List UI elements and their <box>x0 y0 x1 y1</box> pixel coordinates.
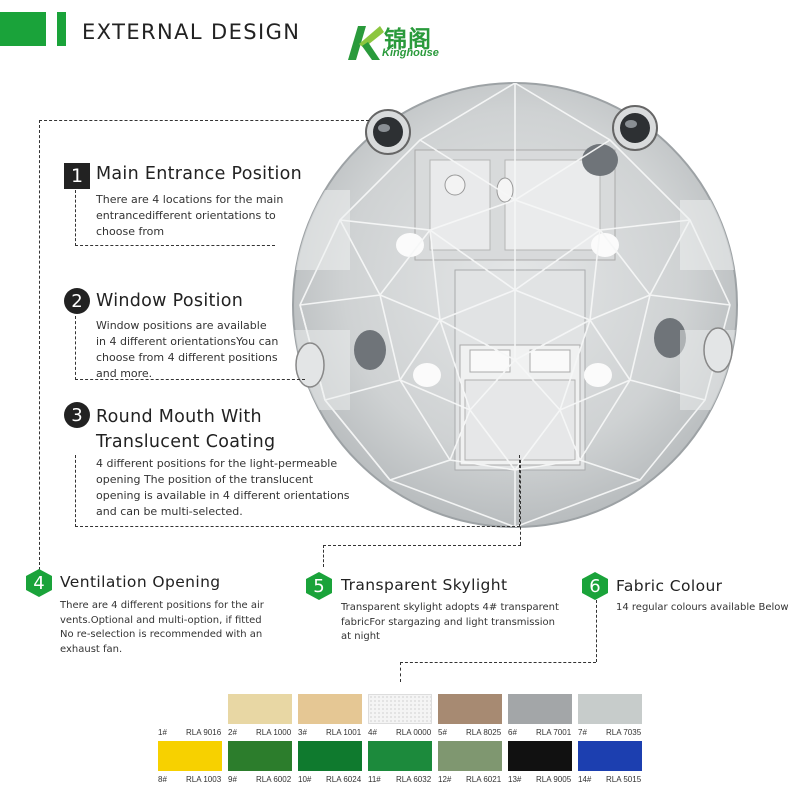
swatch-code: RLA 6021 <box>466 775 502 784</box>
section-4-title: Ventilation Opening <box>60 573 221 591</box>
swatch-14 <box>578 741 642 771</box>
swatch-number: 6# <box>508 728 517 737</box>
section-6-body: 14 regular colours available Below <box>616 602 789 613</box>
swatch-code: RLA 8025 <box>466 728 502 737</box>
logo-k-icon <box>348 26 384 60</box>
swatch-code: RLA 7035 <box>606 728 642 737</box>
connector-5-up <box>520 460 521 545</box>
page-title: EXTERNAL DESIGN <box>82 20 301 44</box>
section-2-frame <box>75 316 305 380</box>
connector-6-down <box>400 662 401 682</box>
connector-6-horizontal <box>400 662 596 663</box>
swatch-12 <box>438 741 502 771</box>
section-3-frame <box>75 455 520 527</box>
swatch-number: 4# <box>368 728 377 737</box>
swatch-code: RLA 5015 <box>606 775 642 784</box>
section-5-number: 5 <box>306 572 332 600</box>
swatch-10 <box>298 741 362 771</box>
vent-right-icon <box>612 105 658 151</box>
swatch-code: RLA 9005 <box>536 775 572 784</box>
swatch-code: RLA 7001 <box>536 728 572 737</box>
connector-6-vertical <box>596 600 597 662</box>
swatch-number: 11# <box>368 775 381 784</box>
geodesic-dome-illustration <box>292 82 738 528</box>
section-4-number: 4 <box>26 569 52 597</box>
section-1-frame <box>75 190 275 246</box>
swatch-7 <box>578 694 642 724</box>
connector-4-top <box>39 120 369 121</box>
section-1-body: There are 4 locations for the main entra… <box>96 193 284 238</box>
swatch-1 <box>158 694 222 724</box>
section-6-title: Fabric Colour <box>616 577 723 595</box>
swatch-9 <box>228 741 292 771</box>
header-green-block <box>0 12 46 46</box>
swatch-3 <box>298 694 362 724</box>
swatch-13 <box>508 741 572 771</box>
swatch-11 <box>368 741 432 771</box>
section-1-number: 1 <box>64 163 90 189</box>
swatch-number: 9# <box>228 775 237 784</box>
swatch-number: 3# <box>298 728 307 737</box>
section-1-title: Main Entrance Position <box>96 164 303 184</box>
section-2-body: Window positions are available in 4 diff… <box>96 319 279 380</box>
section-4-body: There are 4 different positions for the … <box>60 600 264 655</box>
swatch-code: RLA 6024 <box>326 775 362 784</box>
section-6-number: 6 <box>582 572 608 600</box>
vent-left-icon <box>365 109 411 155</box>
section-2-title: Window Position <box>96 291 244 311</box>
section-2-number: 2 <box>64 288 90 314</box>
swatch-6 <box>508 694 572 724</box>
swatch-number: 14# <box>578 775 592 784</box>
section-5-title: Transparent Skylight <box>341 576 508 594</box>
swatch-8 <box>158 741 222 771</box>
logo-chinese-text: 锦阁 <box>384 27 432 53</box>
swatch-number: 5# <box>438 728 447 737</box>
swatch-code: RLA 1001 <box>326 728 362 737</box>
swatch-code: RLA 1000 <box>256 728 292 737</box>
swatch-5 <box>438 694 502 724</box>
brand-logo: 锦阁 Kinghouse <box>346 20 466 64</box>
swatch-number: 13# <box>508 775 522 784</box>
swatch-number: 7# <box>578 728 587 737</box>
swatch-4 <box>368 694 432 724</box>
connector-4-vertical <box>39 120 40 570</box>
section-5-body: Transparent skylight adopts 4# transpare… <box>341 602 559 642</box>
connector-5-horizontal <box>323 545 521 546</box>
swatch-code: RLA 9016 <box>186 728 222 737</box>
swatch-number: 12# <box>438 775 452 784</box>
logo-english-text: Kinghouse <box>382 47 439 59</box>
connector-5-vertical <box>323 545 324 567</box>
swatch-code: RLA 0000 <box>396 728 432 737</box>
swatch-code: RLA 6002 <box>256 775 292 784</box>
section-3-title: Round Mouth With Translucent Coating <box>96 407 276 452</box>
section-3-number: 3 <box>64 402 90 428</box>
swatch-number: 2# <box>228 728 237 737</box>
swatch-2 <box>228 694 292 724</box>
swatch-code: RLA 6032 <box>396 775 432 784</box>
swatch-number: 8# <box>158 775 167 784</box>
swatch-number: 10# <box>298 775 312 784</box>
swatch-code: RLA 1003 <box>186 775 222 784</box>
header-green-bar <box>57 12 66 46</box>
section-3-body: 4 different positions for the light-perm… <box>96 457 350 518</box>
swatch-number: 1# <box>158 728 167 737</box>
